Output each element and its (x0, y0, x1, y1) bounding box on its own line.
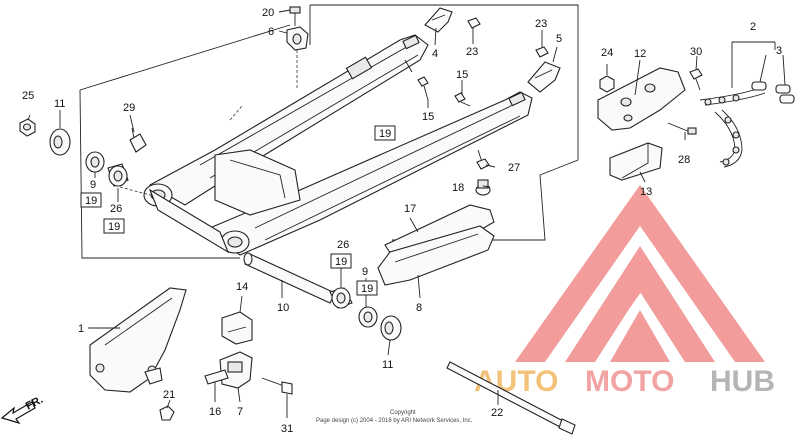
watermark-hub: HUB (710, 365, 775, 398)
callout-8: 8 (416, 302, 422, 314)
boxed-callouts: 19 19 19 19 19 (80, 125, 396, 296)
svg-text:19: 19 (335, 256, 347, 268)
callout-21: 21 (163, 389, 175, 401)
callout-9b: 9 (362, 266, 368, 278)
box-19-e: 19 (356, 280, 378, 296)
callout-12: 12 (634, 48, 646, 60)
front-direction-indicator: FR. (0, 394, 45, 425)
part-11-washer (49, 128, 71, 156)
part-26-bearing-lower (329, 287, 353, 309)
callout-26b: 26 (337, 239, 349, 251)
callout-14: 14 (236, 281, 248, 293)
callout-24: 24 (601, 47, 613, 59)
copyright-line-2: Page design (c) 2004 - 2016 by ARI Netwo… (316, 418, 473, 424)
callout-17: 17 (404, 203, 416, 215)
box-19-b: 19 (103, 218, 125, 234)
callout-2: 2 (750, 21, 756, 33)
part-28-bolt (667, 122, 697, 135)
part-5-guide (527, 61, 561, 93)
callout-6: 6 (268, 26, 274, 38)
part-12-slider (597, 67, 686, 131)
part-7-clamp (219, 351, 253, 389)
swingarm (143, 34, 533, 256)
callout-16: 16 (209, 406, 221, 418)
front-label: FR. (24, 394, 45, 413)
callout-23a: 23 (466, 46, 478, 58)
box-19-a: 19 (80, 192, 102, 208)
watermark-triangle (515, 185, 765, 362)
swingarm-group-frame (79, 4, 579, 259)
part-15-bolt (417, 76, 429, 101)
part-31-bolt (261, 377, 293, 395)
callout-15a: 15 (456, 69, 468, 81)
callout-23b: 23 (535, 18, 547, 30)
part-21-screw (159, 405, 175, 421)
watermark-moto: MOTO (585, 365, 674, 398)
watermark-logo (515, 185, 765, 362)
callout-4: 4 (432, 48, 438, 60)
arrow-icon (0, 401, 36, 425)
part-16-pin (204, 369, 229, 385)
part-26-bearing (107, 163, 129, 187)
part-8-chain-case (377, 225, 495, 286)
callout-3a: 3 (776, 45, 782, 57)
copyright-line-1: Copyright (390, 410, 416, 416)
part-23-screw-right (535, 46, 549, 58)
part-15-bolt-b (454, 92, 471, 107)
part-22-long-bolt (446, 361, 576, 435)
part-10-pivot-shaft (243, 252, 336, 304)
part-14-bracket (221, 311, 253, 345)
part-1-chain-cover (89, 287, 187, 393)
callout-22: 22 (491, 407, 503, 419)
callout-7: 7 (237, 406, 243, 418)
part-30-bolt (689, 68, 703, 91)
part-20-bolt (289, 6, 301, 26)
part-2-chain (699, 87, 766, 168)
callout-25: 25 (22, 90, 34, 102)
svg-text:19: 19 (379, 128, 391, 140)
callout-26a: 26 (110, 203, 122, 215)
callout-11b: 11 (382, 359, 393, 371)
part-11-washer-lower (380, 315, 402, 341)
part-4-guide (424, 7, 453, 33)
box-19-c: 19 (374, 125, 396, 141)
part-9-seal (85, 151, 105, 173)
part-27-screw (476, 158, 490, 170)
callouts: 1 2 3 3 4 5 6 7 8 9 9 10 11 11 12 13 14 … (22, 7, 782, 435)
callout-15b: 15 (422, 111, 434, 123)
svg-text:19: 19 (85, 195, 97, 207)
callout-5: 5 (556, 33, 562, 45)
callout-18: 18 (452, 182, 464, 194)
svg-text:19: 19 (108, 221, 120, 233)
part-29-pin (129, 127, 147, 153)
callout-10: 10 (277, 302, 289, 314)
callout-28: 28 (678, 154, 690, 166)
part-24-nut (599, 75, 615, 93)
part-9-seal-lower (358, 306, 378, 328)
callout-29: 29 (123, 102, 135, 114)
callout-31: 31 (281, 423, 293, 435)
callout-1: 1 (78, 323, 84, 335)
leader-lines (27, 9, 786, 418)
part-6-clamp (286, 26, 309, 51)
callout-20: 20 (262, 7, 274, 19)
callout-11a: 11 (54, 98, 65, 110)
callout-30: 30 (690, 46, 702, 58)
box-19-d: 19 (330, 253, 352, 269)
part-3-master-link (751, 81, 795, 104)
part-25-nut (19, 118, 36, 137)
part-18-collar (475, 179, 491, 196)
part-13-block (609, 142, 663, 181)
svg-text:19: 19 (361, 283, 373, 295)
callout-9a: 9 (90, 179, 96, 191)
callout-27: 27 (508, 162, 520, 174)
part-23-screw (467, 17, 481, 40)
callout-13: 13 (640, 186, 652, 198)
